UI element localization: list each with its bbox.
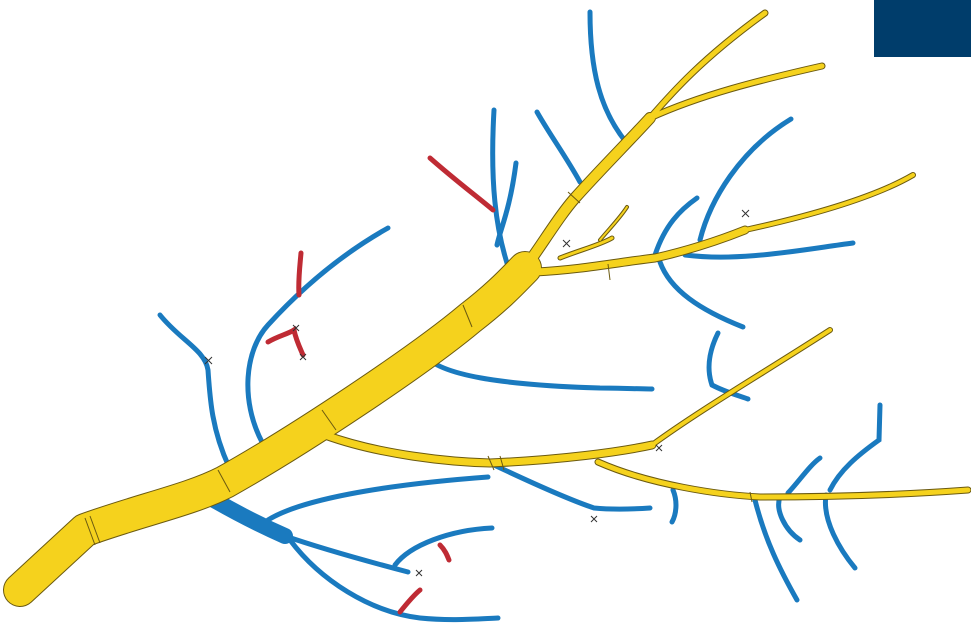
blue-branch [672,490,676,522]
blue-branch [825,495,855,568]
long-branch [598,462,968,497]
blue-branch [709,333,718,385]
blue-branch [160,315,229,467]
blue-branch [537,112,580,182]
red-branch [299,253,301,295]
cut-mark-icon [742,210,749,217]
cut-mark-icon [591,516,597,522]
blue-branch [755,500,797,600]
blue-branch [660,262,743,327]
blue-branch [830,405,880,490]
blue-branch [268,477,488,520]
blue-branch [590,12,626,142]
cut-marks [205,210,749,576]
lower-branch-tip [652,330,830,445]
blue-branch [779,497,800,540]
red-branch [400,590,420,612]
blue-branch [497,163,516,245]
blue-branches [160,12,880,620]
blue-branch [424,355,652,389]
red-branch [430,158,493,210]
main-trunk [20,268,525,590]
blue-branch [788,458,820,493]
small-fork [560,238,612,258]
cut-mark-icon [656,445,662,451]
blue-branch [290,540,498,620]
cut-mark-icon [563,240,570,247]
cut-mark-icon [416,570,422,576]
red-branch [268,330,303,355]
red-branch [440,545,449,560]
small-fork [600,207,627,240]
blue-branch [493,110,510,272]
upper-branch-tip [650,13,765,118]
